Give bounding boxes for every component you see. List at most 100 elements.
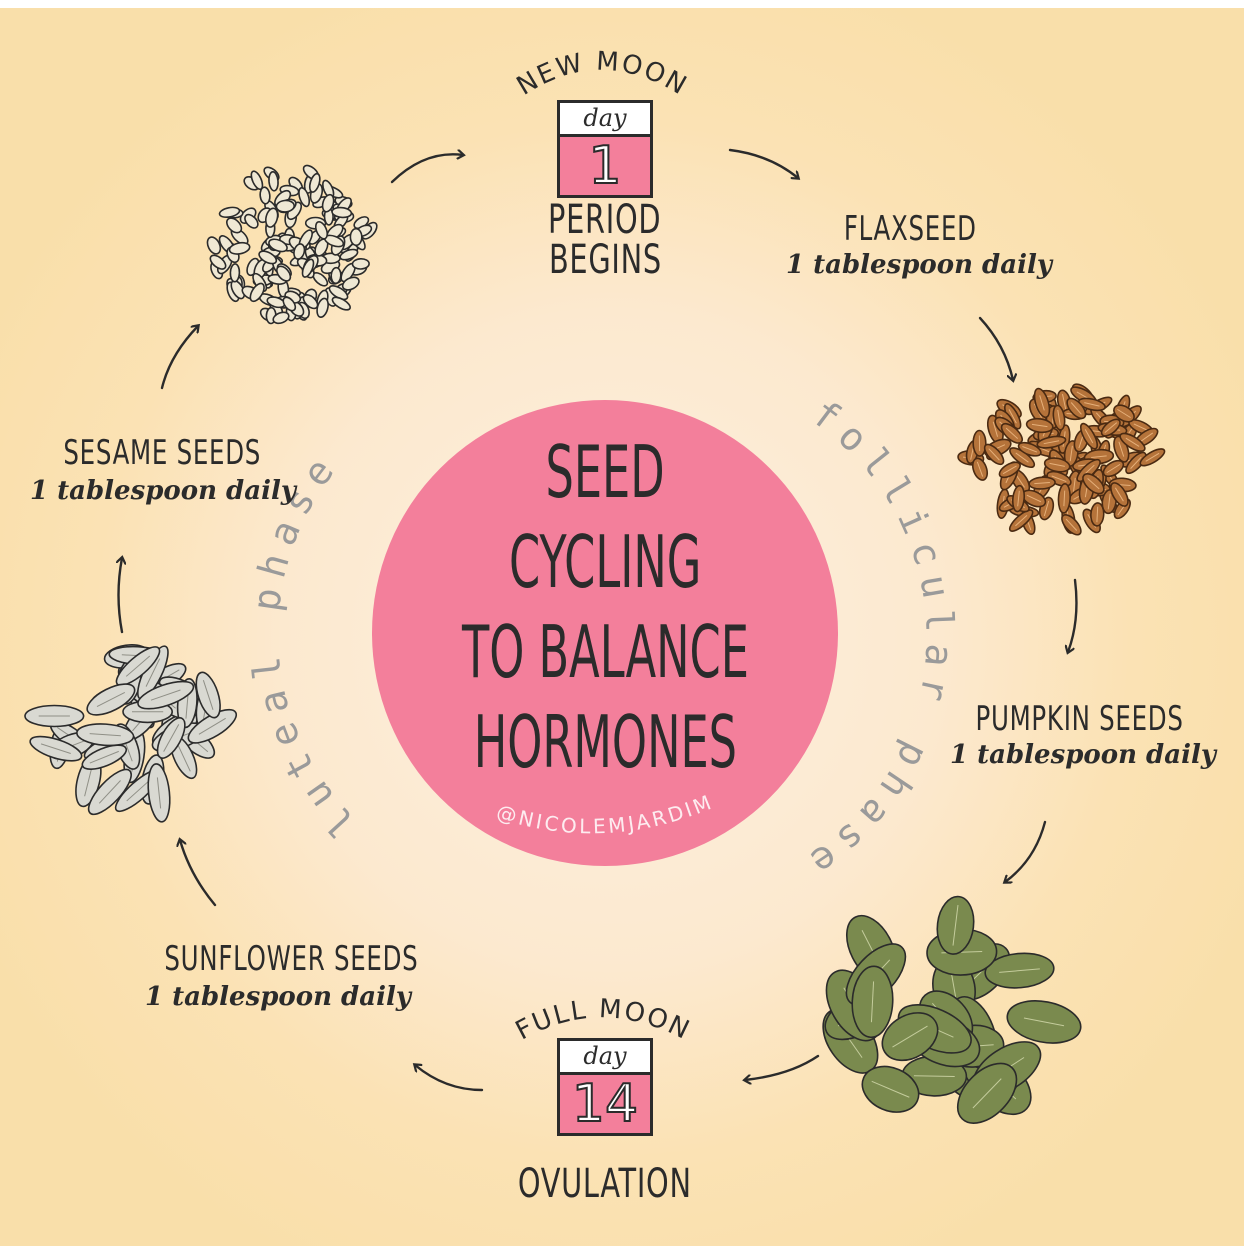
title-circle: SEED CYCLING TO BALANCE HORMONES	[372, 400, 838, 866]
caption-line-2: BEGINS	[548, 237, 662, 283]
arrow-to-sunflower-pile	[180, 840, 217, 907]
seed-mark	[870, 981, 875, 1023]
seed-mark	[1107, 493, 1111, 510]
sunflower-dose: 1 tablespoon daily	[145, 982, 411, 1012]
seed-mark	[1139, 432, 1154, 443]
seed-mark	[1026, 494, 1042, 503]
sunflower-label: SUNFLOWER SEEDS	[115, 939, 419, 979]
seed-mark	[1096, 506, 1099, 523]
sesame-seed-pile-icon	[206, 164, 378, 325]
flaxseed-dose: 1 tablespoon daily	[786, 250, 1052, 280]
seed-mark	[1106, 463, 1121, 474]
seed-mark	[84, 765, 93, 797]
seed-mark	[1084, 429, 1094, 444]
calendar-word: day	[560, 103, 650, 137]
seed-mark	[1072, 477, 1076, 494]
seed-mark	[1117, 408, 1131, 419]
seed-mark	[913, 1075, 955, 1077]
sesame-label: SESAME SEEDS	[25, 434, 275, 472]
seed-mark	[1043, 440, 1060, 445]
seed-mark	[1034, 482, 1050, 485]
seed-mark	[1070, 402, 1082, 415]
sunflower-name: SUNFLOWER SEEDS	[164, 939, 419, 979]
seed-mark	[145, 658, 161, 687]
seed-mark	[1065, 518, 1078, 531]
seed-mark	[999, 968, 1040, 973]
seed-mark	[282, 296, 297, 312]
top-border	[0, 0, 1244, 8]
seed-mark	[1043, 500, 1050, 517]
seed-mark	[156, 777, 162, 809]
seed-mark	[293, 243, 306, 260]
pumpkin-label: PUMPKIN SEEDS	[930, 700, 1230, 738]
seed-mark	[89, 750, 119, 764]
seed-mark	[126, 779, 151, 802]
seed-mark	[198, 717, 226, 735]
seed-mark	[268, 238, 288, 253]
seed-mark	[1015, 452, 1029, 463]
cycle-arrows	[119, 148, 1078, 1092]
ovulation-text: OVULATION	[518, 1161, 692, 1207]
pumpkin-seed-pile-icon	[822, 895, 1082, 1124]
flaxseed-pile-icon	[957, 383, 1166, 536]
arrow-to-sunflower	[415, 1065, 484, 1092]
seed-mark	[1008, 409, 1017, 424]
seed-mark	[349, 227, 363, 247]
seed-mark	[1133, 423, 1149, 431]
seed-mark	[1015, 515, 1028, 527]
seed-mark	[202, 680, 214, 710]
seed-mark	[952, 904, 959, 946]
seed-mark	[206, 236, 222, 255]
title-line-3: TO BALANCE	[461, 610, 749, 694]
title-line-4: HORMONES	[473, 700, 737, 784]
title-line-2: CYCLING	[508, 520, 702, 604]
seed-mark	[275, 199, 295, 213]
seed-mark	[1091, 455, 1107, 459]
seed-mark	[40, 743, 71, 754]
seed-mark	[298, 186, 311, 208]
seed-mark	[1118, 441, 1125, 457]
seed-mark	[1039, 395, 1045, 411]
seed-mark	[1084, 402, 1100, 407]
seed-mark	[1130, 456, 1142, 469]
seed-mark	[218, 206, 241, 219]
arrow-to-flax-pile	[978, 316, 1013, 380]
seed-mark	[1087, 478, 1100, 490]
caption-line-1: PERIOD	[548, 197, 662, 243]
flaxseed-label: FLAXSEED	[790, 210, 1030, 248]
seed-mark	[98, 780, 121, 804]
seed-mark	[176, 742, 191, 772]
watermark: @NICOLEMJARDIM	[494, 789, 717, 838]
calendar-word: day	[560, 1041, 650, 1075]
seed-mark	[1023, 1017, 1065, 1027]
seed-mark	[96, 691, 126, 708]
seed-mark	[892, 1025, 928, 1048]
arrow-to-sesame-pile	[160, 326, 198, 390]
seed-mark	[125, 655, 151, 677]
arrow-to-pumpkin-pile	[1005, 820, 1047, 882]
sesame-name: SESAME SEEDS	[63, 433, 262, 473]
seed-mark	[264, 207, 279, 228]
pumpkin-dose: 1 tablespoon daily	[950, 740, 1216, 770]
seed-mark	[1051, 475, 1067, 483]
seed-mark	[331, 296, 351, 311]
seed-mark	[1005, 427, 1019, 439]
seed-mark	[1057, 409, 1061, 426]
seed-mark	[244, 213, 259, 229]
seed-mark	[1145, 452, 1160, 462]
sesame-dose: 1 tablespoon daily	[30, 476, 296, 506]
period-begins-caption: PERIOD BEGINS	[505, 200, 705, 280]
seed-mark	[1022, 446, 1038, 453]
seed-mark	[976, 461, 984, 477]
arrow-to-pumpkin-label	[1068, 578, 1078, 652]
seed-mark	[163, 724, 180, 752]
seed-mark	[209, 254, 227, 270]
seed-mark	[301, 258, 315, 278]
seed-mark	[229, 263, 241, 283]
seed-mark	[321, 193, 335, 213]
seed-mark	[268, 171, 279, 192]
seed-mark	[314, 220, 329, 240]
